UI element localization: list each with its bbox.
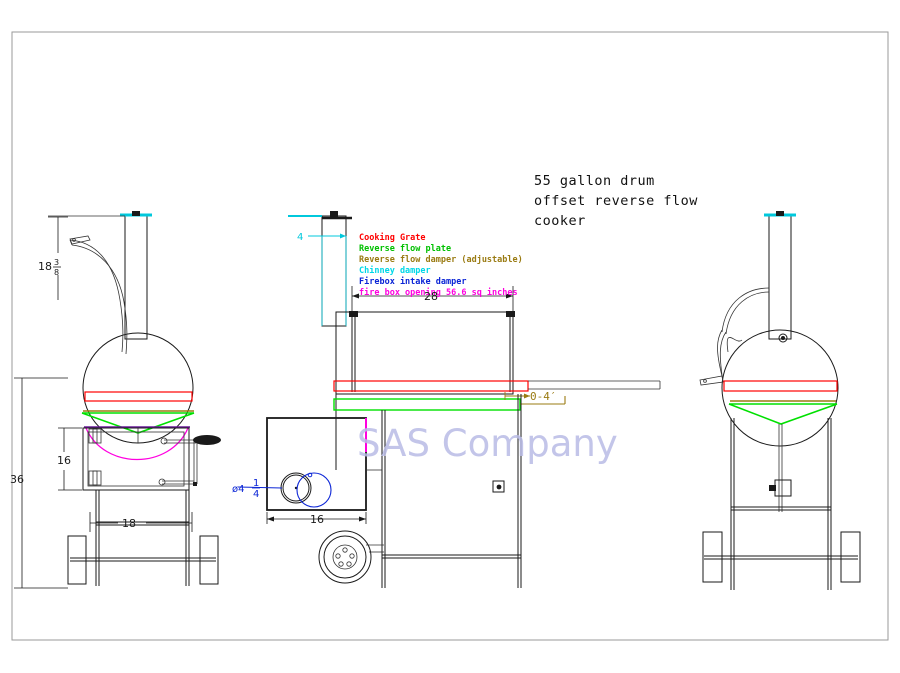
dim16-arrow-left-mid — [267, 516, 274, 522]
wheel-lug-3 — [349, 553, 355, 559]
lid-arc-right — [726, 337, 743, 353]
left-elevation-view — [48, 211, 221, 586]
sheet-border — [11, 31, 889, 641]
chimney-damper-knob-left — [132, 211, 140, 216]
wheel-lug-4 — [338, 561, 344, 567]
firebox-left — [82, 427, 190, 491]
dim-chimney-height-numerator: 3 — [54, 258, 59, 267]
drain-valve-knob-right — [769, 485, 776, 491]
legend-item-reverse-flow-damper: Reverse flow damper (adjustable) — [359, 254, 523, 265]
dim-chimney-offset: 4 — [297, 232, 303, 243]
firebox-hinge-top-inner-left — [92, 428, 102, 444]
firebox-latch-pivot-bottom-left — [158, 478, 166, 486]
firebox-handle-left — [193, 435, 221, 445]
dim-damper-travel: 0-4′ — [530, 390, 557, 403]
firebox-door-left — [87, 431, 185, 487]
fire-box-opening-arc-left — [85, 427, 189, 460]
wheel-left-2 — [199, 535, 219, 585]
lid-handle-pin-left — [72, 238, 76, 242]
firebox-mid — [266, 417, 367, 511]
chimney-collar-right — [778, 333, 788, 343]
firebox-hinge-bottom-inner-left — [92, 470, 102, 486]
legend-item-firebox-intake-damper: Firebox intake damper — [359, 276, 466, 287]
wheel-lug-1 — [342, 547, 348, 553]
legend-item-fire-box-opening: fire box opening 56.6 sq inches — [359, 287, 518, 298]
cooking-grate-left — [84, 391, 193, 402]
chimney-collar-pin-right — [781, 336, 785, 340]
legend-item-cooking-grate: Cooking Grate — [359, 232, 426, 243]
intake-damper-inner-mid — [282, 474, 310, 502]
wheel-left-1 — [67, 535, 87, 585]
dim-chimney-height-denominator: 8 — [54, 268, 59, 277]
lid-handle-arm-right — [717, 329, 723, 377]
grate-bolt-right — [506, 311, 515, 317]
wheel-lug-5 — [346, 561, 352, 567]
title-line-3: cooker — [534, 213, 586, 229]
intake-damper-pivot-mid — [307, 472, 313, 478]
left-view-dimensions — [14, 216, 193, 589]
dim-overall-height: 36 — [10, 473, 24, 486]
drain-valve-knob-mid — [496, 484, 502, 490]
intake-damper-plate-mid — [296, 472, 332, 508]
dim28-arrow-left — [352, 293, 359, 299]
wheel-lug-2 — [335, 553, 341, 559]
cooking-grate-right — [723, 380, 838, 392]
right-elevation-view — [699, 211, 861, 590]
dim28-arrow-right — [506, 293, 513, 299]
wheel-right-2 — [840, 531, 861, 583]
firebox-latch-pivot-top-left — [160, 437, 168, 445]
chimney-damper-knob-right — [776, 211, 784, 216]
dim16-arrow-right-mid — [359, 516, 366, 522]
legend-item-reverse-flow-plate: Reverse flow plate — [359, 244, 451, 254]
wheel-mid-rim — [323, 535, 367, 579]
rf-damper-dim-arrow — [524, 393, 530, 399]
drum-body-right — [721, 329, 839, 447]
lid-band-inner-right — [725, 291, 770, 335]
wheel-right-1 — [702, 531, 723, 583]
chimney-dim-arrow — [340, 233, 346, 239]
lid-band-right — [721, 287, 770, 333]
chimney-damper-knob-mid — [330, 211, 338, 217]
grate-bolt-left — [349, 311, 358, 317]
front-section-view — [237, 211, 661, 588]
wheel-mid-hub — [332, 544, 358, 570]
reverse-flow-plate-right — [728, 403, 838, 425]
title-line-1: 55 gallon drum — [534, 173, 655, 189]
lid-handle-arm2-right — [719, 331, 727, 383]
intake-diam-leader-mid — [237, 486, 283, 489]
dim-chimney-height-whole: 18 — [38, 260, 52, 273]
drain-valve-mid — [492, 480, 505, 493]
lid-arc-inner-left — [71, 244, 128, 355]
dim-grate-length: 28 — [424, 290, 438, 303]
dim-intake-diameter-denominator: 4 — [253, 489, 259, 500]
dim-intake-diameter-numerator: 1 — [253, 478, 259, 489]
wheel-mid-outer — [318, 530, 372, 584]
title-line-2: offset reverse flow — [534, 193, 698, 209]
lid-handle-pin-right — [703, 379, 707, 383]
dim-firebox-height: 16 — [57, 454, 71, 467]
dim-intake-diameter-symbol: ø4 — [232, 484, 244, 495]
watermark-text: SAS Company — [357, 422, 618, 465]
dim-firebox-width-left: 18 — [122, 517, 136, 530]
dim-firebox-width-mid: 16 — [310, 513, 324, 526]
cooking-grate-mid — [333, 380, 529, 392]
lid-arc-left — [69, 239, 124, 353]
legend-item-chimney-damper: Chinney damper — [359, 265, 431, 276]
firebox-latch-stop-left — [193, 482, 197, 486]
lid-handle-left — [69, 235, 91, 245]
